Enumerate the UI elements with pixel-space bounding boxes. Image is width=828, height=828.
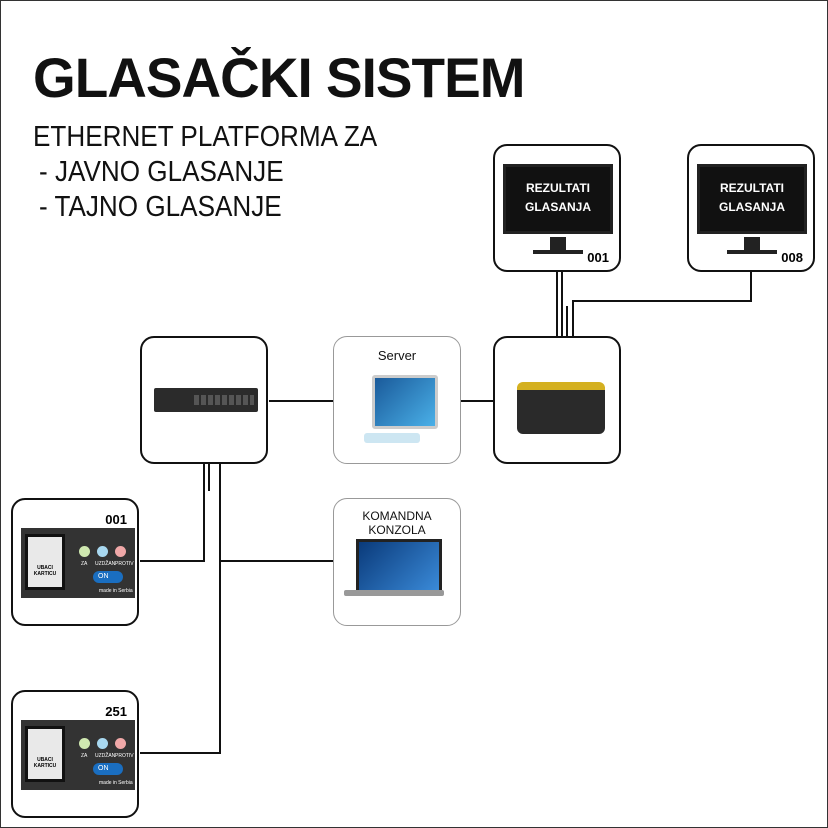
server-box: Server bbox=[333, 336, 461, 464]
line-terminal1 bbox=[140, 464, 205, 562]
line-monitor8 bbox=[572, 272, 752, 336]
label-protiv: PROTIV bbox=[115, 753, 134, 759]
server-label: Server bbox=[377, 348, 417, 363]
made-in-label: made in Serbia bbox=[99, 780, 133, 786]
label-protiv: PROTIV bbox=[115, 561, 134, 567]
on-toggle[interactable]: ON bbox=[93, 763, 123, 775]
monitor-screen: REZULTATI GLASANJA bbox=[503, 164, 613, 234]
terminal-number: 001 bbox=[105, 512, 127, 527]
monitor-screen: REZULTATI GLASANJA bbox=[697, 164, 807, 234]
results-monitor-001: REZULTATI GLASANJA 001 bbox=[493, 144, 621, 272]
card-slot: UBACI KARTICU bbox=[25, 726, 65, 782]
led-uzdrzan bbox=[97, 546, 108, 557]
subtitle-line: ETHERNET PLATFORMA ZA bbox=[33, 121, 378, 153]
made-in-label: made in Serbia bbox=[99, 588, 133, 594]
label-uzdrzan: UZDŽAN bbox=[95, 561, 116, 567]
led-protiv bbox=[115, 546, 126, 557]
led-uzdrzan bbox=[97, 738, 108, 749]
page-title: GLASAČKI SISTEM bbox=[33, 46, 525, 109]
led-za bbox=[79, 546, 90, 557]
monitor-number: 001 bbox=[587, 250, 609, 265]
splitter-icon bbox=[517, 382, 605, 434]
subtitle-line: - TAJNO GLASANJE bbox=[39, 191, 282, 223]
laptop-icon bbox=[356, 539, 442, 593]
network-switch bbox=[140, 336, 268, 464]
on-toggle[interactable]: ON bbox=[93, 571, 123, 583]
line-console bbox=[219, 464, 333, 562]
label-za: ZA bbox=[81, 561, 88, 567]
label-za: ZA bbox=[81, 753, 88, 759]
card-slot: UBACI KARTICU bbox=[25, 534, 65, 590]
ethernet-splitter bbox=[493, 336, 621, 464]
server-computer-icon bbox=[372, 375, 438, 429]
subtitle-line: - JAVNO GLASANJE bbox=[39, 156, 284, 188]
label-uzdrzan: UZDŽAN bbox=[95, 753, 116, 759]
line-terminal251 bbox=[140, 561, 221, 754]
monitor-number: 008 bbox=[781, 250, 803, 265]
led-protiv bbox=[115, 738, 126, 749]
results-monitor-008: REZULTATI GLASANJA 008 bbox=[687, 144, 815, 272]
led-za bbox=[79, 738, 90, 749]
console-label: KOMANDNA KONZOLA bbox=[362, 509, 432, 537]
command-console: KOMANDNA KONZOLA bbox=[333, 498, 461, 626]
terminal-number: 251 bbox=[105, 704, 127, 719]
switch-icon bbox=[154, 388, 258, 412]
